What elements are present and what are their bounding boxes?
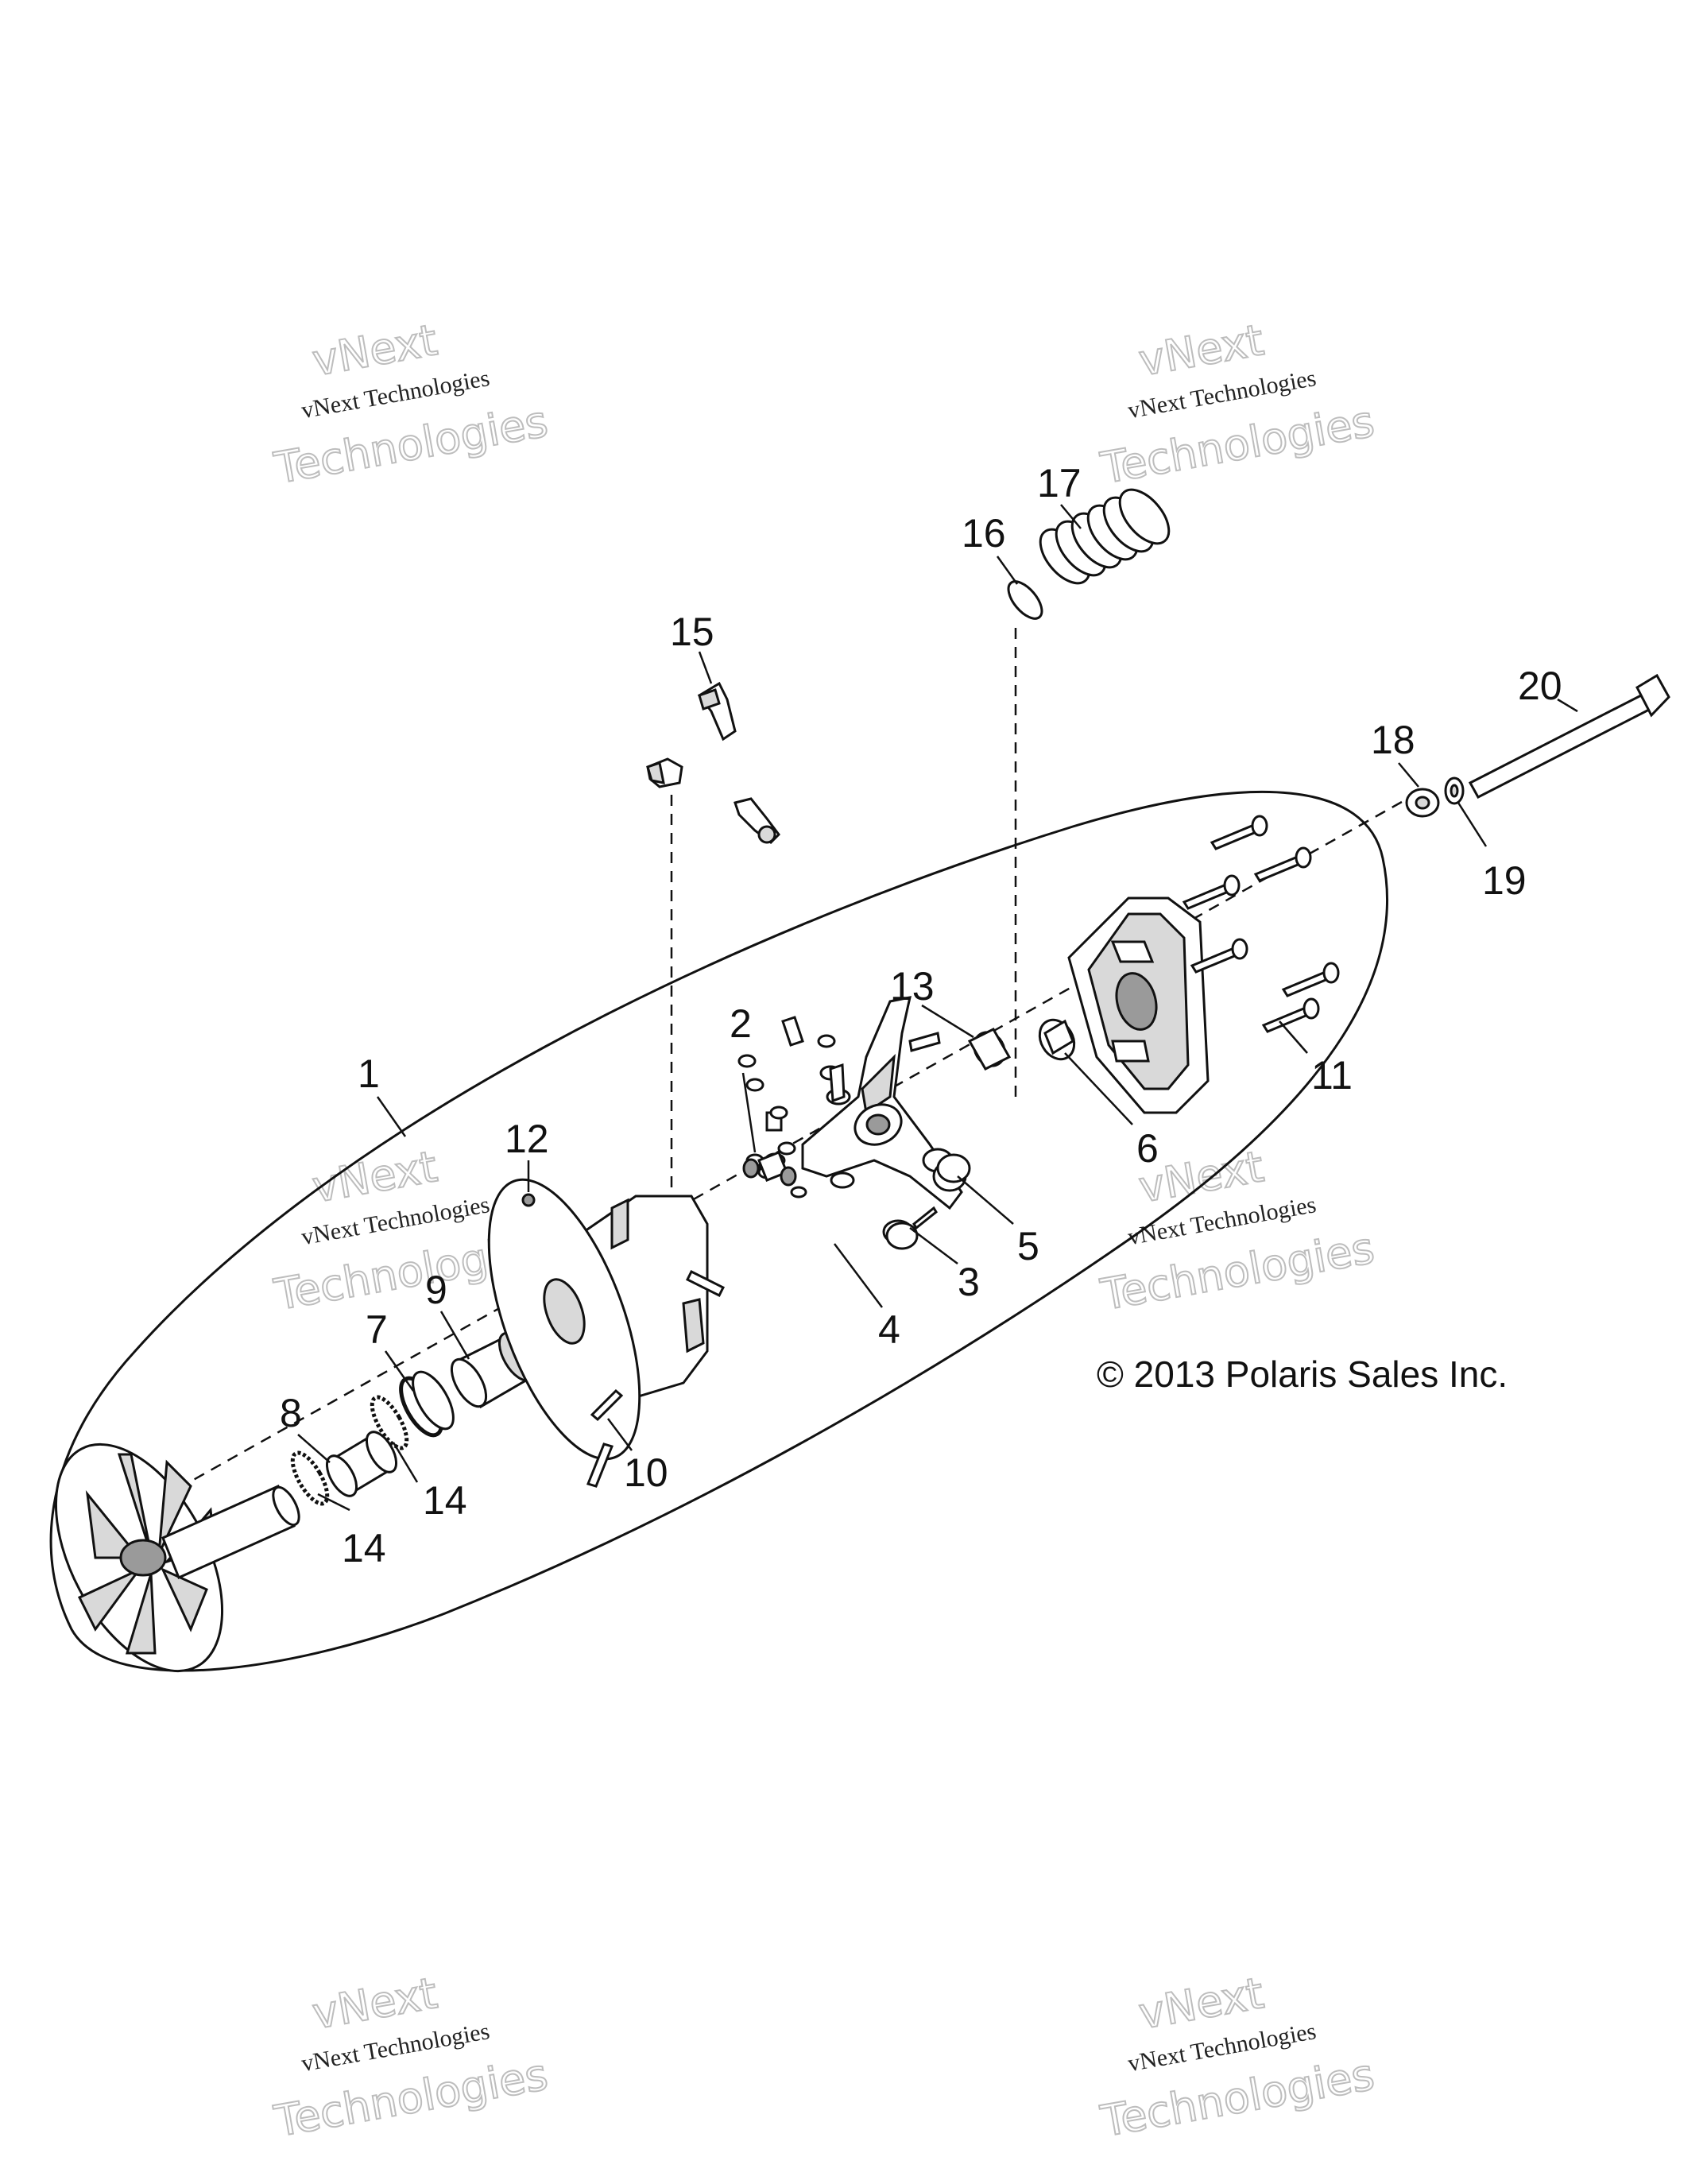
moveable-sheave-part <box>487 1178 726 1488</box>
callout-5: 5 <box>1017 1224 1039 1268</box>
callout-14-lower: 14 <box>342 1526 386 1570</box>
callout-9: 9 <box>425 1268 447 1312</box>
callout-7: 7 <box>366 1307 388 1352</box>
watermark-bottom-right: vNext vNext Technologies Technologies <box>1096 1967 1379 2147</box>
leader-line <box>1060 504 1082 529</box>
spring-part <box>1039 488 1171 585</box>
callout-11: 11 <box>1311 1053 1353 1098</box>
leader-line <box>439 1311 470 1360</box>
washer-part <box>1444 776 1465 805</box>
callout-20: 20 <box>1518 664 1562 708</box>
pin-part <box>521 1193 536 1207</box>
leader-line <box>921 1004 974 1039</box>
leader-line <box>698 651 713 684</box>
copyright-text: © 2013 Polaris Sales Inc. <box>1097 1353 1508 1395</box>
watermark-top-word: vNext <box>1135 315 1267 385</box>
leader-line <box>1398 762 1419 788</box>
leader-line <box>607 1418 633 1451</box>
weight-part <box>734 797 780 844</box>
retaining-ring-part <box>1007 580 1043 620</box>
callout-1: 1 <box>358 1051 380 1096</box>
callout-8: 8 <box>280 1391 302 1435</box>
watermark-top-word: vNext <box>308 1968 440 2039</box>
bolt-part <box>1182 815 1340 1033</box>
washer-part <box>936 1153 971 1183</box>
roller-part <box>790 1186 807 1198</box>
watermark-bottom-left: vNext vNext Technologies Technologies <box>269 1967 552 2147</box>
watermark-top-word: vNext <box>308 315 440 385</box>
leader-line <box>1457 802 1488 847</box>
callout-3: 3 <box>958 1260 980 1304</box>
pin-part <box>590 1388 624 1422</box>
leader-line <box>957 1175 1014 1225</box>
watermark-top-right: vNext vNext Technologies Technologies <box>1096 314 1379 494</box>
callout-12: 12 <box>505 1117 549 1161</box>
leader-line <box>741 1072 757 1153</box>
callout-10: 10 <box>624 1450 668 1495</box>
leader-line <box>317 1493 350 1512</box>
washer-part <box>885 1222 919 1250</box>
weight-part <box>646 757 683 788</box>
watermark-top-left: vNext vNext Technologies Technologies <box>269 314 552 494</box>
callout-6: 6 <box>1136 1126 1159 1171</box>
bolt-part <box>1468 673 1670 799</box>
callout-15: 15 <box>670 610 714 654</box>
leader-line <box>996 556 1019 585</box>
snap-ring-part <box>370 1395 409 1450</box>
assembly-outline <box>49 790 1389 1672</box>
watermark-top-word: vNext <box>308 1141 440 1212</box>
leader-line <box>1279 1020 1308 1054</box>
leader-line <box>909 1227 958 1264</box>
callout-2: 2 <box>730 1001 752 1046</box>
leader-line <box>1064 1052 1133 1125</box>
weight-part <box>697 681 737 742</box>
button-part <box>742 1151 797 1187</box>
ring-part <box>1038 1018 1076 1061</box>
watermark-mid-right: vNext vNext Technologies Technologies <box>1096 1140 1379 1321</box>
cover-plate-part <box>1067 896 1210 1114</box>
roller-part <box>737 1016 804 1168</box>
callout-14-upper: 14 <box>423 1478 467 1523</box>
callout-18: 18 <box>1371 718 1415 762</box>
callout-19: 19 <box>1482 858 1527 903</box>
spider-part <box>801 996 967 1245</box>
fixed-sheave-part <box>54 1442 300 1673</box>
bushing-part <box>325 1431 398 1497</box>
leader-line <box>1557 698 1578 713</box>
leader-line <box>834 1243 883 1308</box>
snap-ring-part <box>290 1450 330 1506</box>
callout-13: 13 <box>890 964 935 1009</box>
watermark-top-word: vNext <box>1135 1968 1267 2039</box>
leader-line <box>376 1096 407 1137</box>
leader-line <box>384 1350 415 1392</box>
nut-part <box>1405 788 1440 818</box>
callout-17: 17 <box>1037 461 1082 505</box>
roller-part <box>967 1028 1012 1071</box>
leader-line <box>392 1442 419 1483</box>
callout-16: 16 <box>962 511 1006 556</box>
leader-line <box>297 1434 331 1463</box>
callout-4: 4 <box>878 1307 900 1352</box>
